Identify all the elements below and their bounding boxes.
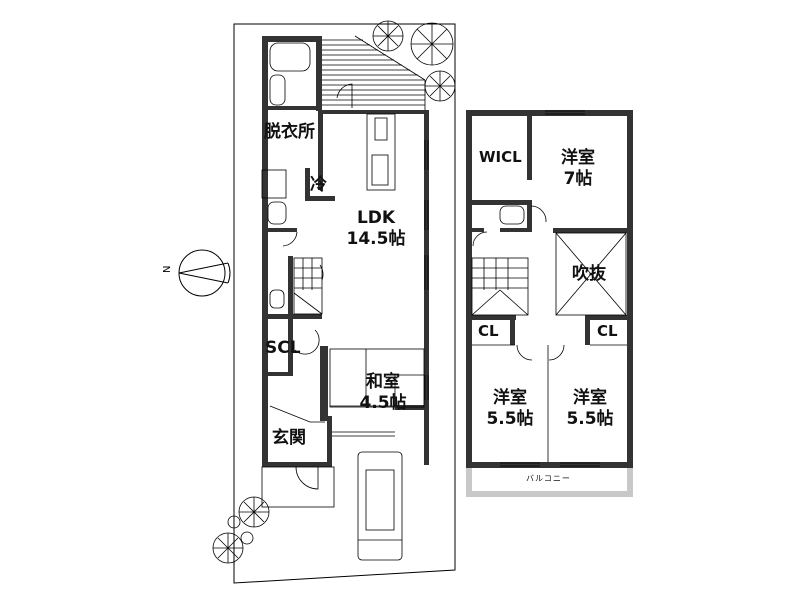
room-label-atrium: 吹抜 (572, 264, 606, 284)
room-label-scl: SCL (265, 338, 301, 358)
room-size-ldk: 14.5帖 (346, 229, 406, 250)
room-label-western-7: 洋室 (561, 148, 595, 168)
room-label-dressing: 脱衣所 (264, 122, 315, 142)
room-size-western-7: 7帖 (563, 169, 593, 190)
wood-deck (322, 35, 426, 110)
first-floor-walls (262, 36, 429, 467)
stairs-icon (293, 257, 323, 315)
room-size-washitsu: 4.5帖 (359, 393, 407, 414)
washbasin-icon (267, 201, 287, 225)
room-label-cl-right: CL (597, 322, 618, 340)
site-boundary (233, 23, 456, 584)
toilet-icon (269, 289, 285, 309)
room-label-western-55a: 洋室 (493, 388, 527, 408)
room-size-western-55a: 5.5帖 (486, 409, 534, 430)
second-floor-fixtures (471, 110, 627, 467)
room-label-western-55b: 洋室 (573, 388, 607, 408)
toilet-icon-2f (499, 205, 525, 225)
room-label-balcony: バルコニー (526, 474, 571, 483)
atrium-cross-icon (555, 232, 627, 316)
room-label-wicl: WICL (479, 148, 522, 166)
room-label-washitsu: 和室 (366, 372, 400, 392)
stove-icon (374, 117, 388, 141)
room-size-western-55b: 5.5帖 (566, 409, 614, 430)
second-floor-walls (466, 110, 633, 468)
first-floor-fixtures (261, 42, 429, 561)
room-label-cl-left: CL (478, 322, 499, 340)
room-label-entrance: 玄関 (272, 428, 306, 448)
stairs-icon-2f (471, 257, 529, 316)
compass-label: N (162, 266, 173, 273)
car-icon (357, 451, 403, 561)
room-label-fridge: 冷 (310, 175, 327, 195)
compass-icon (178, 249, 231, 297)
balcony (466, 468, 633, 497)
room-label-ldk: LDK (356, 208, 396, 228)
bathtub-icon (269, 42, 311, 72)
tree-icons (212, 20, 456, 564)
sink-icon (371, 154, 389, 186)
